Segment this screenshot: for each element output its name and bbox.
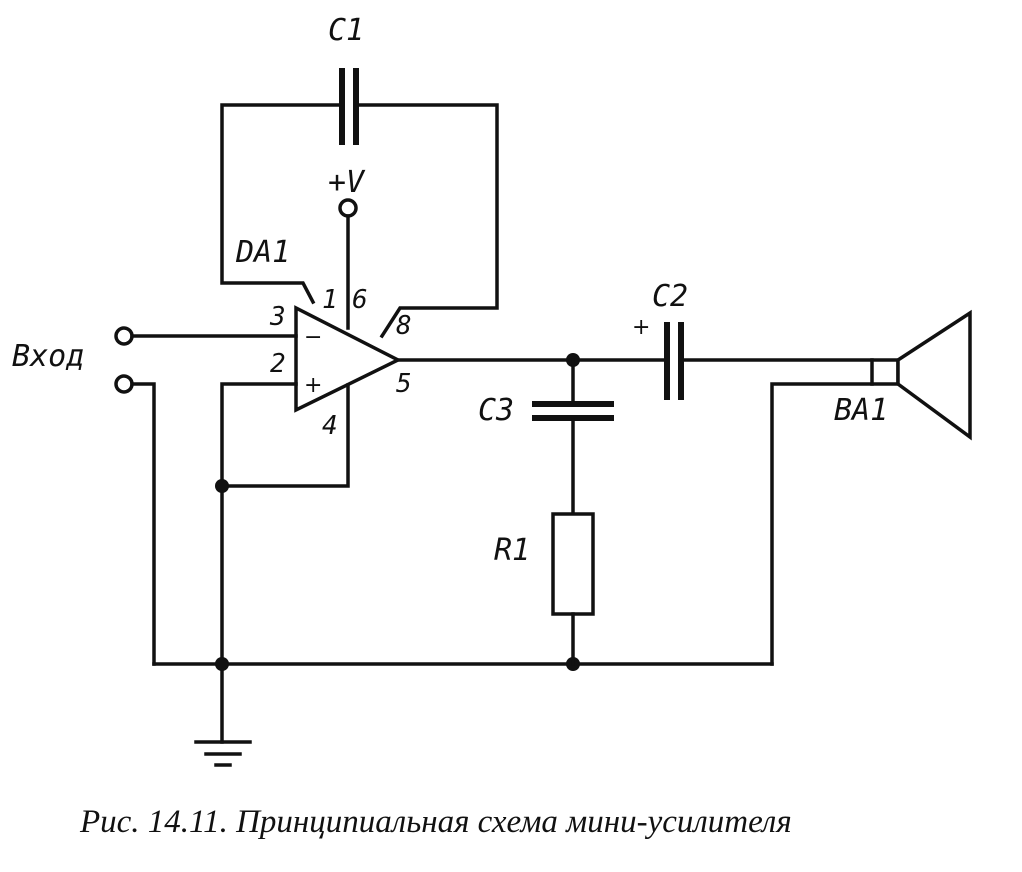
supply-terminal xyxy=(338,198,358,330)
pin-2-label: 2 xyxy=(270,349,286,379)
speaker-ba1 xyxy=(770,309,972,666)
ground-symbol xyxy=(194,740,252,767)
pin-1-label: 1 xyxy=(322,285,338,315)
ground-wiring xyxy=(152,382,774,744)
c2-label: C2 xyxy=(652,279,688,314)
input-label: Вход xyxy=(12,339,84,374)
supply-label: +V xyxy=(328,165,366,200)
inverting-sign: − xyxy=(304,325,322,350)
c1-capacitor xyxy=(339,68,359,145)
pin-3-label: 3 xyxy=(269,302,286,332)
pin-8-label: 8 xyxy=(396,311,412,341)
ba1-label: BA1 xyxy=(834,393,888,428)
noninverting-sign: + xyxy=(304,373,322,398)
output-wire xyxy=(396,353,874,367)
c2-polarity-sign: + xyxy=(632,315,650,340)
pin-4-label: 4 xyxy=(322,411,338,441)
c2-capacitor xyxy=(664,322,684,400)
c1-label: C1 xyxy=(328,13,364,48)
c1-feedback-loop xyxy=(220,103,499,339)
pin-5-label: 5 xyxy=(396,369,412,399)
c3-r1-branch xyxy=(532,358,614,666)
figure-caption: Рис. 14.11. Принципиальная схема мини-ус… xyxy=(79,804,792,840)
r1-label: R1 xyxy=(494,533,530,568)
c3-label: C3 xyxy=(478,393,514,428)
pin-6-label: 6 xyxy=(352,285,368,315)
da1-label: DA1 xyxy=(235,235,290,270)
input-terminals xyxy=(114,326,298,666)
